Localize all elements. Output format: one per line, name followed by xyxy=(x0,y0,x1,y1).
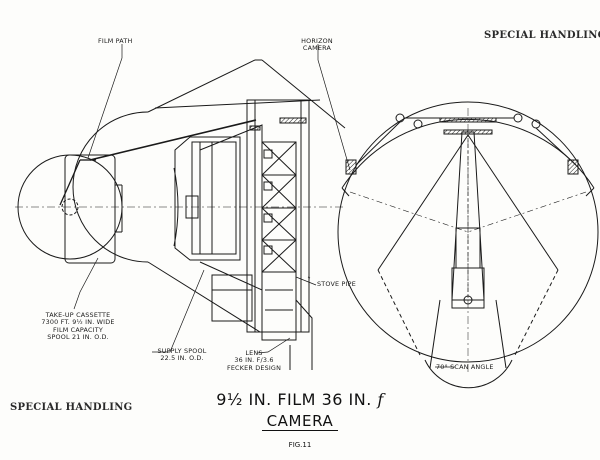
drawing-title-line2: CAMERA xyxy=(266,412,334,430)
lens-barrel xyxy=(261,271,313,370)
take-up-label-line3: FILM CAPACITY xyxy=(53,325,103,334)
leader-lines xyxy=(73,44,455,368)
side-view-housing xyxy=(72,59,262,333)
title-film-spec: 9½ IN. FILM 36 IN. xyxy=(216,390,372,409)
supply-spool-label: SUPPLY SPOOL 22.5 IN. O.D. xyxy=(147,347,217,363)
film-path-label: FILM PATH xyxy=(98,37,133,45)
lens-cone xyxy=(199,124,263,291)
horizon-camera-label-line2: CAMERA xyxy=(302,44,332,53)
fuselage-outline xyxy=(154,59,346,129)
title-underline xyxy=(262,430,338,431)
horizon-camera-label: HORIZON CAMERA xyxy=(296,37,338,53)
take-up-label-line2: 7300 FT. 9½ IN. WIDE xyxy=(41,318,115,327)
camera-body xyxy=(246,99,310,333)
film-path-line xyxy=(89,119,257,161)
lens-label: LENS 36 IN. f/3.6 FECKER DESIGN xyxy=(222,349,286,372)
supply-spool xyxy=(173,136,241,261)
front-view xyxy=(337,101,599,389)
title-f-symbol: f xyxy=(377,390,384,409)
special-handling-stamp-top: SPECIAL HANDLING xyxy=(484,30,600,41)
drawing-title-line1: 9½ IN. FILM 36 IN. f xyxy=(170,390,430,409)
figure-number: FIG.11 xyxy=(288,441,312,449)
take-up-cassette xyxy=(17,154,123,264)
supply-spool-label-line2: 22.5 IN. O.D. xyxy=(160,354,204,363)
supply-spool-label-line1: SUPPLY SPOOL xyxy=(157,347,207,355)
special-handling-stamp-bottom: SPECIAL HANDLING xyxy=(10,402,133,413)
horizon-camera-label-line1: HORIZON xyxy=(301,37,333,45)
take-up-cassette-label: TAKE-UP CASSETTE 7300 FT. 9½ IN. WIDE FI… xyxy=(28,311,128,342)
motor-box xyxy=(211,274,253,322)
stove-pipe-label: STOVE PIPE xyxy=(317,280,356,288)
lens-label-line3: FECKER DESIGN xyxy=(226,363,282,372)
take-up-label-line4: SPOOL 21 IN. O.D. xyxy=(47,333,109,342)
lens-label-line2: 36 IN. f/3.6 xyxy=(234,356,274,365)
lens-label-line1: LENS xyxy=(245,349,263,357)
scan-angle-label: 70° SCAN ANGLE xyxy=(436,363,494,371)
take-up-label-line1: TAKE-UP CASSETTE xyxy=(45,311,111,319)
